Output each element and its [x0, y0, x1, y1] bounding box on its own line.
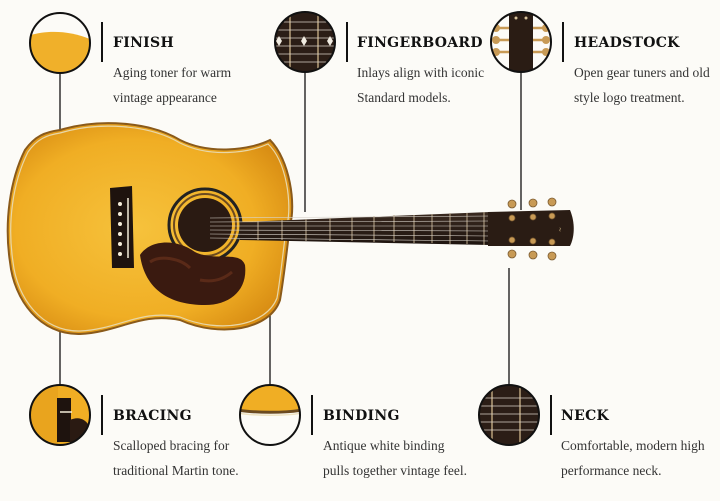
fingerboard-desc-line-2: Standard models. [357, 90, 451, 105]
finish-detail-circle [29, 12, 91, 74]
bracing-desc-line-2: traditional Martin tone. [113, 463, 239, 478]
finish-separator [101, 22, 103, 62]
headstock-title: HEADSTOCK [574, 35, 680, 51]
finish-desc-line-1: Aging toner for warm [113, 65, 232, 80]
headstock-description: Open gear tuners and old style logo trea… [574, 60, 716, 110]
fingerboard-description: Inlays align with iconic Standard models… [357, 60, 527, 110]
binding-description: Antique white binding pulls together vin… [323, 433, 493, 483]
neck-detail-circle [478, 384, 540, 446]
binding-separator [311, 395, 313, 435]
binding-desc-line-1: Antique white binding [323, 438, 445, 453]
headstock-separator [562, 22, 564, 62]
fingerboard-title: FINGERBOARD [357, 35, 483, 51]
bracing-detail-circle [29, 384, 91, 446]
fingerboard-separator [346, 22, 348, 62]
guitar-body [6, 122, 294, 336]
neck-title: NECK [561, 408, 609, 424]
guitar-neck [209, 212, 491, 245]
binding-title: BINDING [323, 408, 400, 424]
fingerboard-detail-circle [274, 11, 336, 73]
binding-detail-circle [239, 384, 301, 446]
neck-desc-line-1: Comfortable, modern high [561, 438, 705, 453]
svg-text:~: ~ [557, 227, 564, 232]
bracing-description: Scalloped bracing for traditional Martin… [113, 433, 283, 483]
finish-desc-line-2: vintage appearance [113, 90, 217, 105]
neck-description: Comfortable, modern high performance nec… [561, 433, 717, 483]
headstock-desc-line-1: Open gear tuners and old [574, 65, 710, 80]
bracing-desc-line-1: Scalloped bracing for [113, 438, 230, 453]
guitar-headstock: ~ [488, 197, 574, 261]
headstock-detail-circle [490, 11, 552, 73]
finish-title: FINISH [113, 35, 174, 51]
neck-separator [550, 395, 552, 435]
headstock-desc-line-2: style logo treatment. [574, 90, 685, 105]
bracing-title: BRACING [113, 408, 192, 424]
finish-description: Aging toner for warm vintage appearance [113, 60, 283, 110]
binding-desc-line-2: pulls together vintage feel. [323, 463, 467, 478]
fingerboard-desc-line-1: Inlays align with iconic [357, 65, 485, 80]
bracing-separator [101, 395, 103, 435]
neck-desc-line-2: performance neck. [561, 463, 662, 478]
